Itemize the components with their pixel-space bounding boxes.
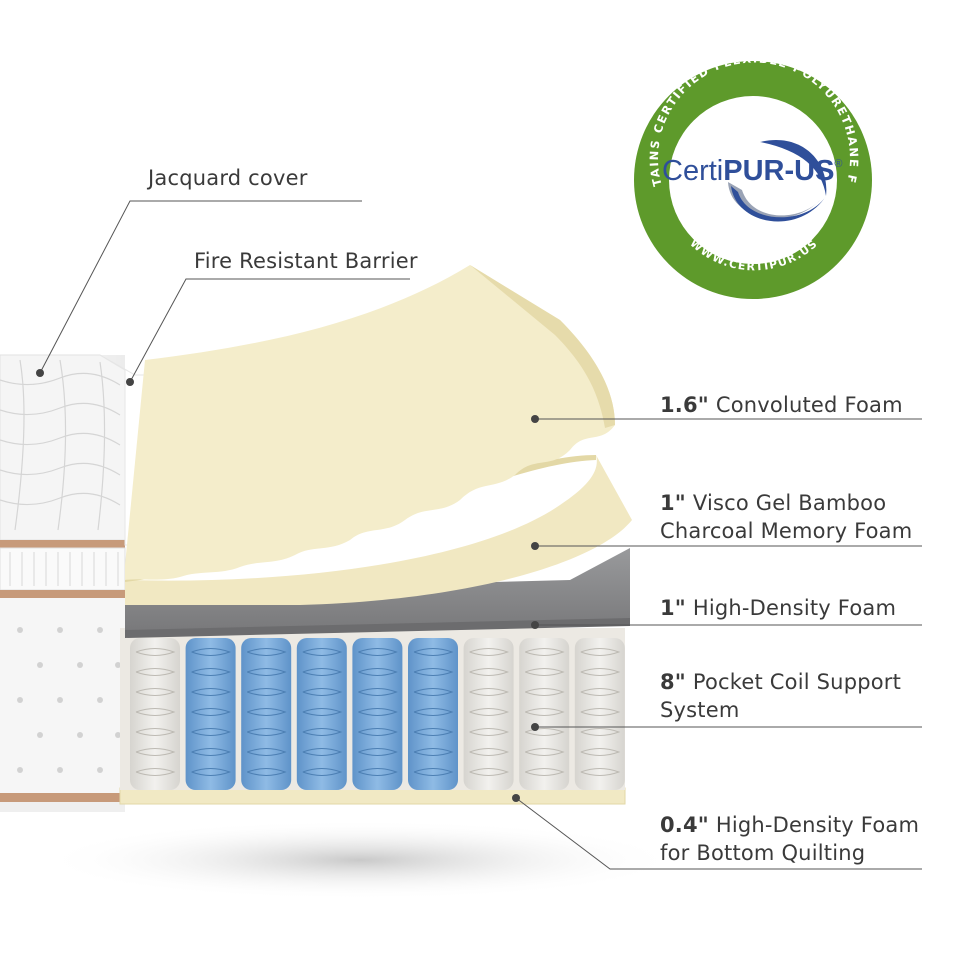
label-pocket-coil: 8" Pocket Coil Support System — [660, 670, 902, 722]
leader-bottom — [515, 797, 922, 870]
label-high-density-foam: 1" High-Density Foam — [660, 596, 897, 620]
white-pocket-coil — [574, 638, 625, 790]
certipur-seal-icon: CONTAINS CERTIFIED FLEXIBLE POLYURETHANE… — [0, 0, 872, 299]
convoluted-thickness: 1.6" — [660, 393, 709, 417]
leader-jacquard — [39, 200, 362, 374]
floor-shadow — [40, 820, 680, 900]
seal-brand-right: PUR-US — [723, 155, 834, 187]
convoluted-foam-layer — [125, 265, 615, 580]
visco-thickness: 1" — [660, 491, 686, 515]
label-visco-gel-foam: 1" Visco Gel Bamboo Charcoal Memory Foam — [660, 491, 913, 543]
coil-thickness: 8" — [660, 670, 686, 694]
label-bottom-foam: 0.4" High-Density Foam for Bottom Quilti… — [660, 813, 920, 865]
svg-text:CertiPUR-US®: CertiPUR-US® — [662, 155, 843, 187]
seal-registered: ® — [834, 158, 842, 170]
blue-pocket-coil — [408, 638, 458, 790]
white-pocket-coil — [519, 638, 570, 790]
blue-pocket-coil — [352, 638, 403, 790]
label-fire-resistant-barrier: Fire Resistant Barrier — [194, 249, 418, 273]
pocket-coils — [120, 628, 625, 790]
leader-dots — [36, 369, 539, 802]
high-density-thickness: 1" — [660, 596, 686, 620]
white-pocket-coil — [130, 638, 180, 790]
jacquard-cover — [0, 354, 126, 812]
blue-pocket-coil — [241, 638, 292, 790]
label-convoluted-foam: 1.6" Convoluted Foam — [660, 393, 903, 417]
bottom-foam-layer — [119, 787, 626, 805]
white-pocket-coil — [463, 638, 514, 790]
seal-brand-left: Certi — [662, 155, 723, 187]
blue-pocket-coil — [185, 638, 236, 790]
leader-lines — [39, 200, 922, 870]
blue-pocket-coil — [296, 638, 347, 790]
label-jacquard-cover: Jacquard cover — [148, 166, 308, 190]
leader-barrier — [129, 278, 410, 383]
bottom-thickness: 0.4" — [660, 813, 709, 837]
